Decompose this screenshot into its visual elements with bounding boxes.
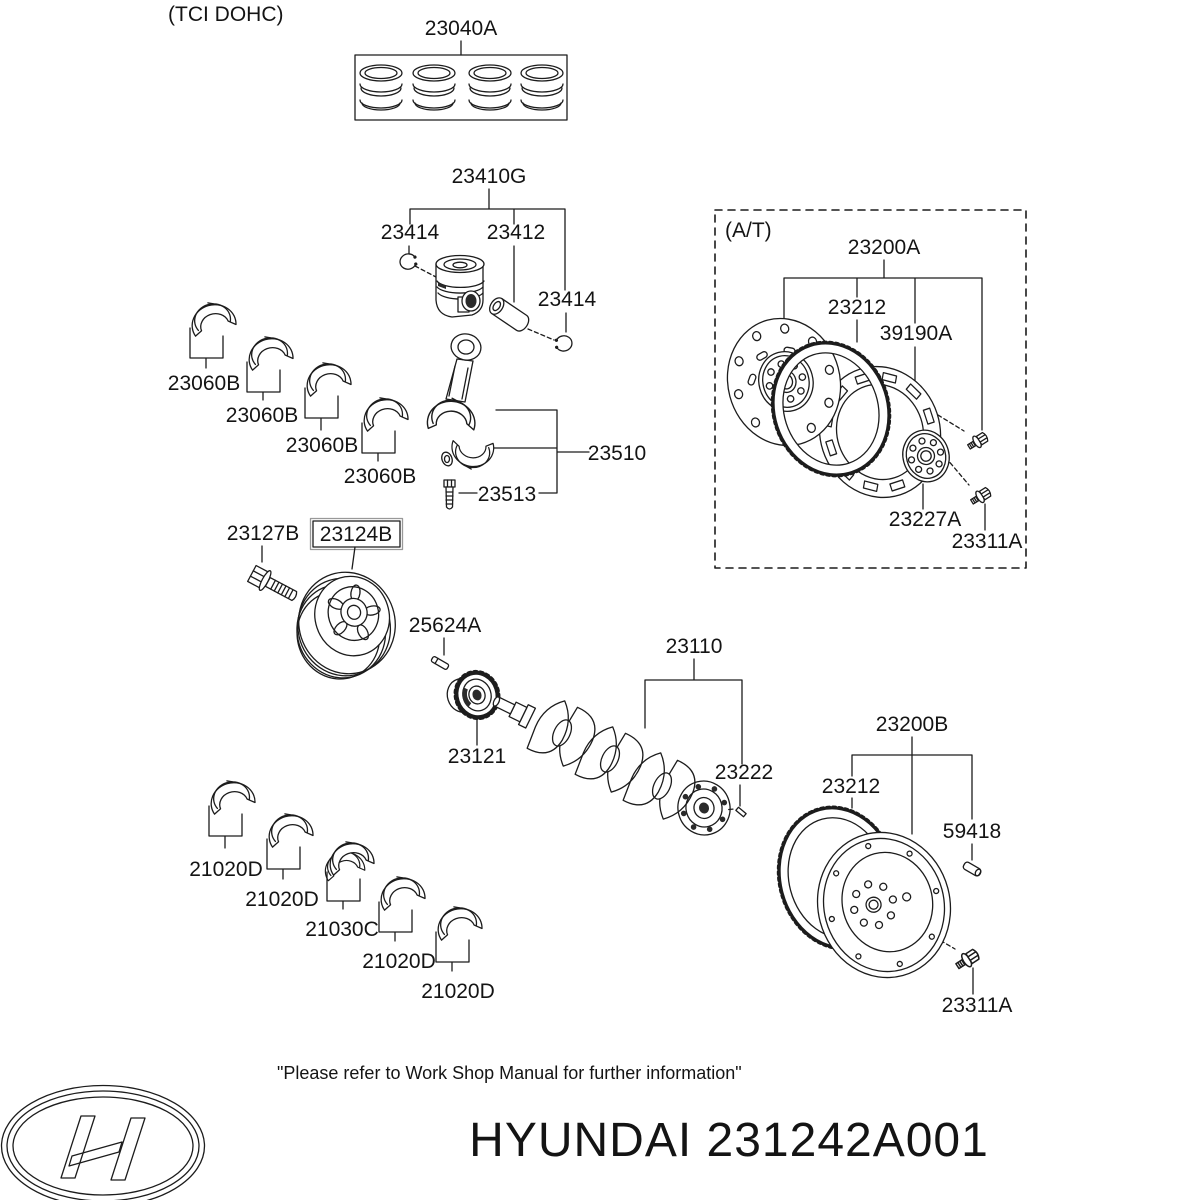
part-label-23121: 23121 bbox=[448, 745, 506, 768]
flywheel bbox=[816, 831, 952, 979]
part-label-23212-mt: 23212 bbox=[822, 775, 880, 798]
part-label-23200A: 23200A bbox=[848, 236, 920, 259]
flywheel-bolt bbox=[952, 946, 983, 974]
woodruff-key bbox=[430, 655, 450, 671]
part-label-23414-front: 23414 bbox=[381, 221, 440, 244]
part-label-21020D-3: 21020D bbox=[362, 950, 436, 973]
part-label-21020D-4: 21020D bbox=[421, 980, 495, 1003]
crank-pulley bbox=[296, 571, 396, 680]
part-label-23040A: 23040A bbox=[425, 17, 497, 40]
part-label-23410G: 23410G bbox=[452, 165, 527, 188]
part-label-23227A: 23227A bbox=[889, 508, 961, 531]
at-group-label: (A/T) bbox=[725, 219, 772, 242]
part-label-23110: 23110 bbox=[666, 635, 723, 658]
part-label-23311A-at: 23311A bbox=[952, 530, 1023, 553]
pulley-bolt bbox=[246, 564, 298, 602]
part-label-23060B-4: 23060B bbox=[344, 465, 416, 488]
crank-sprocket bbox=[446, 669, 501, 721]
part-label-21020D-1: 21020D bbox=[189, 858, 263, 881]
brand-part-title: HYUNDAI 231242A001 bbox=[469, 1114, 989, 1167]
dowel-pin bbox=[962, 861, 982, 877]
rod-bolt bbox=[443, 479, 456, 510]
part-label-23222: 23222 bbox=[715, 761, 773, 784]
drive-plate-bolt-upper bbox=[964, 429, 991, 454]
rod-bearing-shells bbox=[187, 297, 410, 462]
part-label-25624A: 25624A bbox=[409, 614, 481, 637]
highlight-box-outer bbox=[309, 517, 404, 551]
piston-rings-box bbox=[354, 54, 568, 121]
snap-ring-front bbox=[397, 251, 420, 272]
hyundai-logo-icon bbox=[0, 1084, 206, 1200]
crankshaft bbox=[492, 693, 731, 836]
part-label-23060B-1: 23060B bbox=[168, 372, 240, 395]
footer-note: "Please refer to Work Shop Manual for fu… bbox=[277, 1063, 742, 1083]
part-labels: (TCI DOHC) 23040A 23410G 23414 23412 234… bbox=[168, 3, 1023, 1017]
part-label-39190A: 39190A bbox=[880, 322, 952, 345]
connecting-rod bbox=[426, 333, 482, 434]
at-group-box bbox=[714, 209, 1027, 569]
main-bearing-shells bbox=[206, 775, 484, 972]
drive-plate-bolt-lower bbox=[967, 484, 994, 509]
part-label-23212-at: 23212 bbox=[828, 296, 886, 319]
part-label-23060B-2: 23060B bbox=[226, 404, 298, 427]
rod-cap bbox=[441, 437, 496, 473]
part-label-23510: 23510 bbox=[588, 442, 646, 465]
part-label-23124B: 23124B bbox=[320, 523, 392, 546]
piston bbox=[435, 254, 485, 318]
part-label-23414-rear: 23414 bbox=[538, 288, 597, 311]
spacer-disc bbox=[902, 429, 950, 483]
part-label-21020D-2: 21020D bbox=[245, 888, 319, 911]
part-label-23513: 23513 bbox=[478, 483, 536, 506]
leader-lines bbox=[261, 40, 986, 995]
rear-dowel-pin bbox=[728, 806, 747, 818]
part-label-59418: 59418 bbox=[943, 820, 1001, 843]
piston-pin bbox=[489, 297, 530, 332]
part-label-23311A-mt: 23311A bbox=[942, 994, 1013, 1017]
highlight-box bbox=[312, 520, 401, 548]
ring-gear-at bbox=[770, 340, 892, 478]
part-label-23412: 23412 bbox=[487, 221, 545, 244]
part-label-21030C: 21030C bbox=[305, 918, 379, 941]
part-label-23200B: 23200B bbox=[876, 713, 948, 736]
part-label-23060B-3: 23060B bbox=[286, 434, 358, 457]
variant-note: (TCI DOHC) bbox=[168, 3, 283, 26]
part-label-23127B: 23127B bbox=[227, 522, 299, 545]
snap-ring-rear bbox=[553, 333, 574, 354]
